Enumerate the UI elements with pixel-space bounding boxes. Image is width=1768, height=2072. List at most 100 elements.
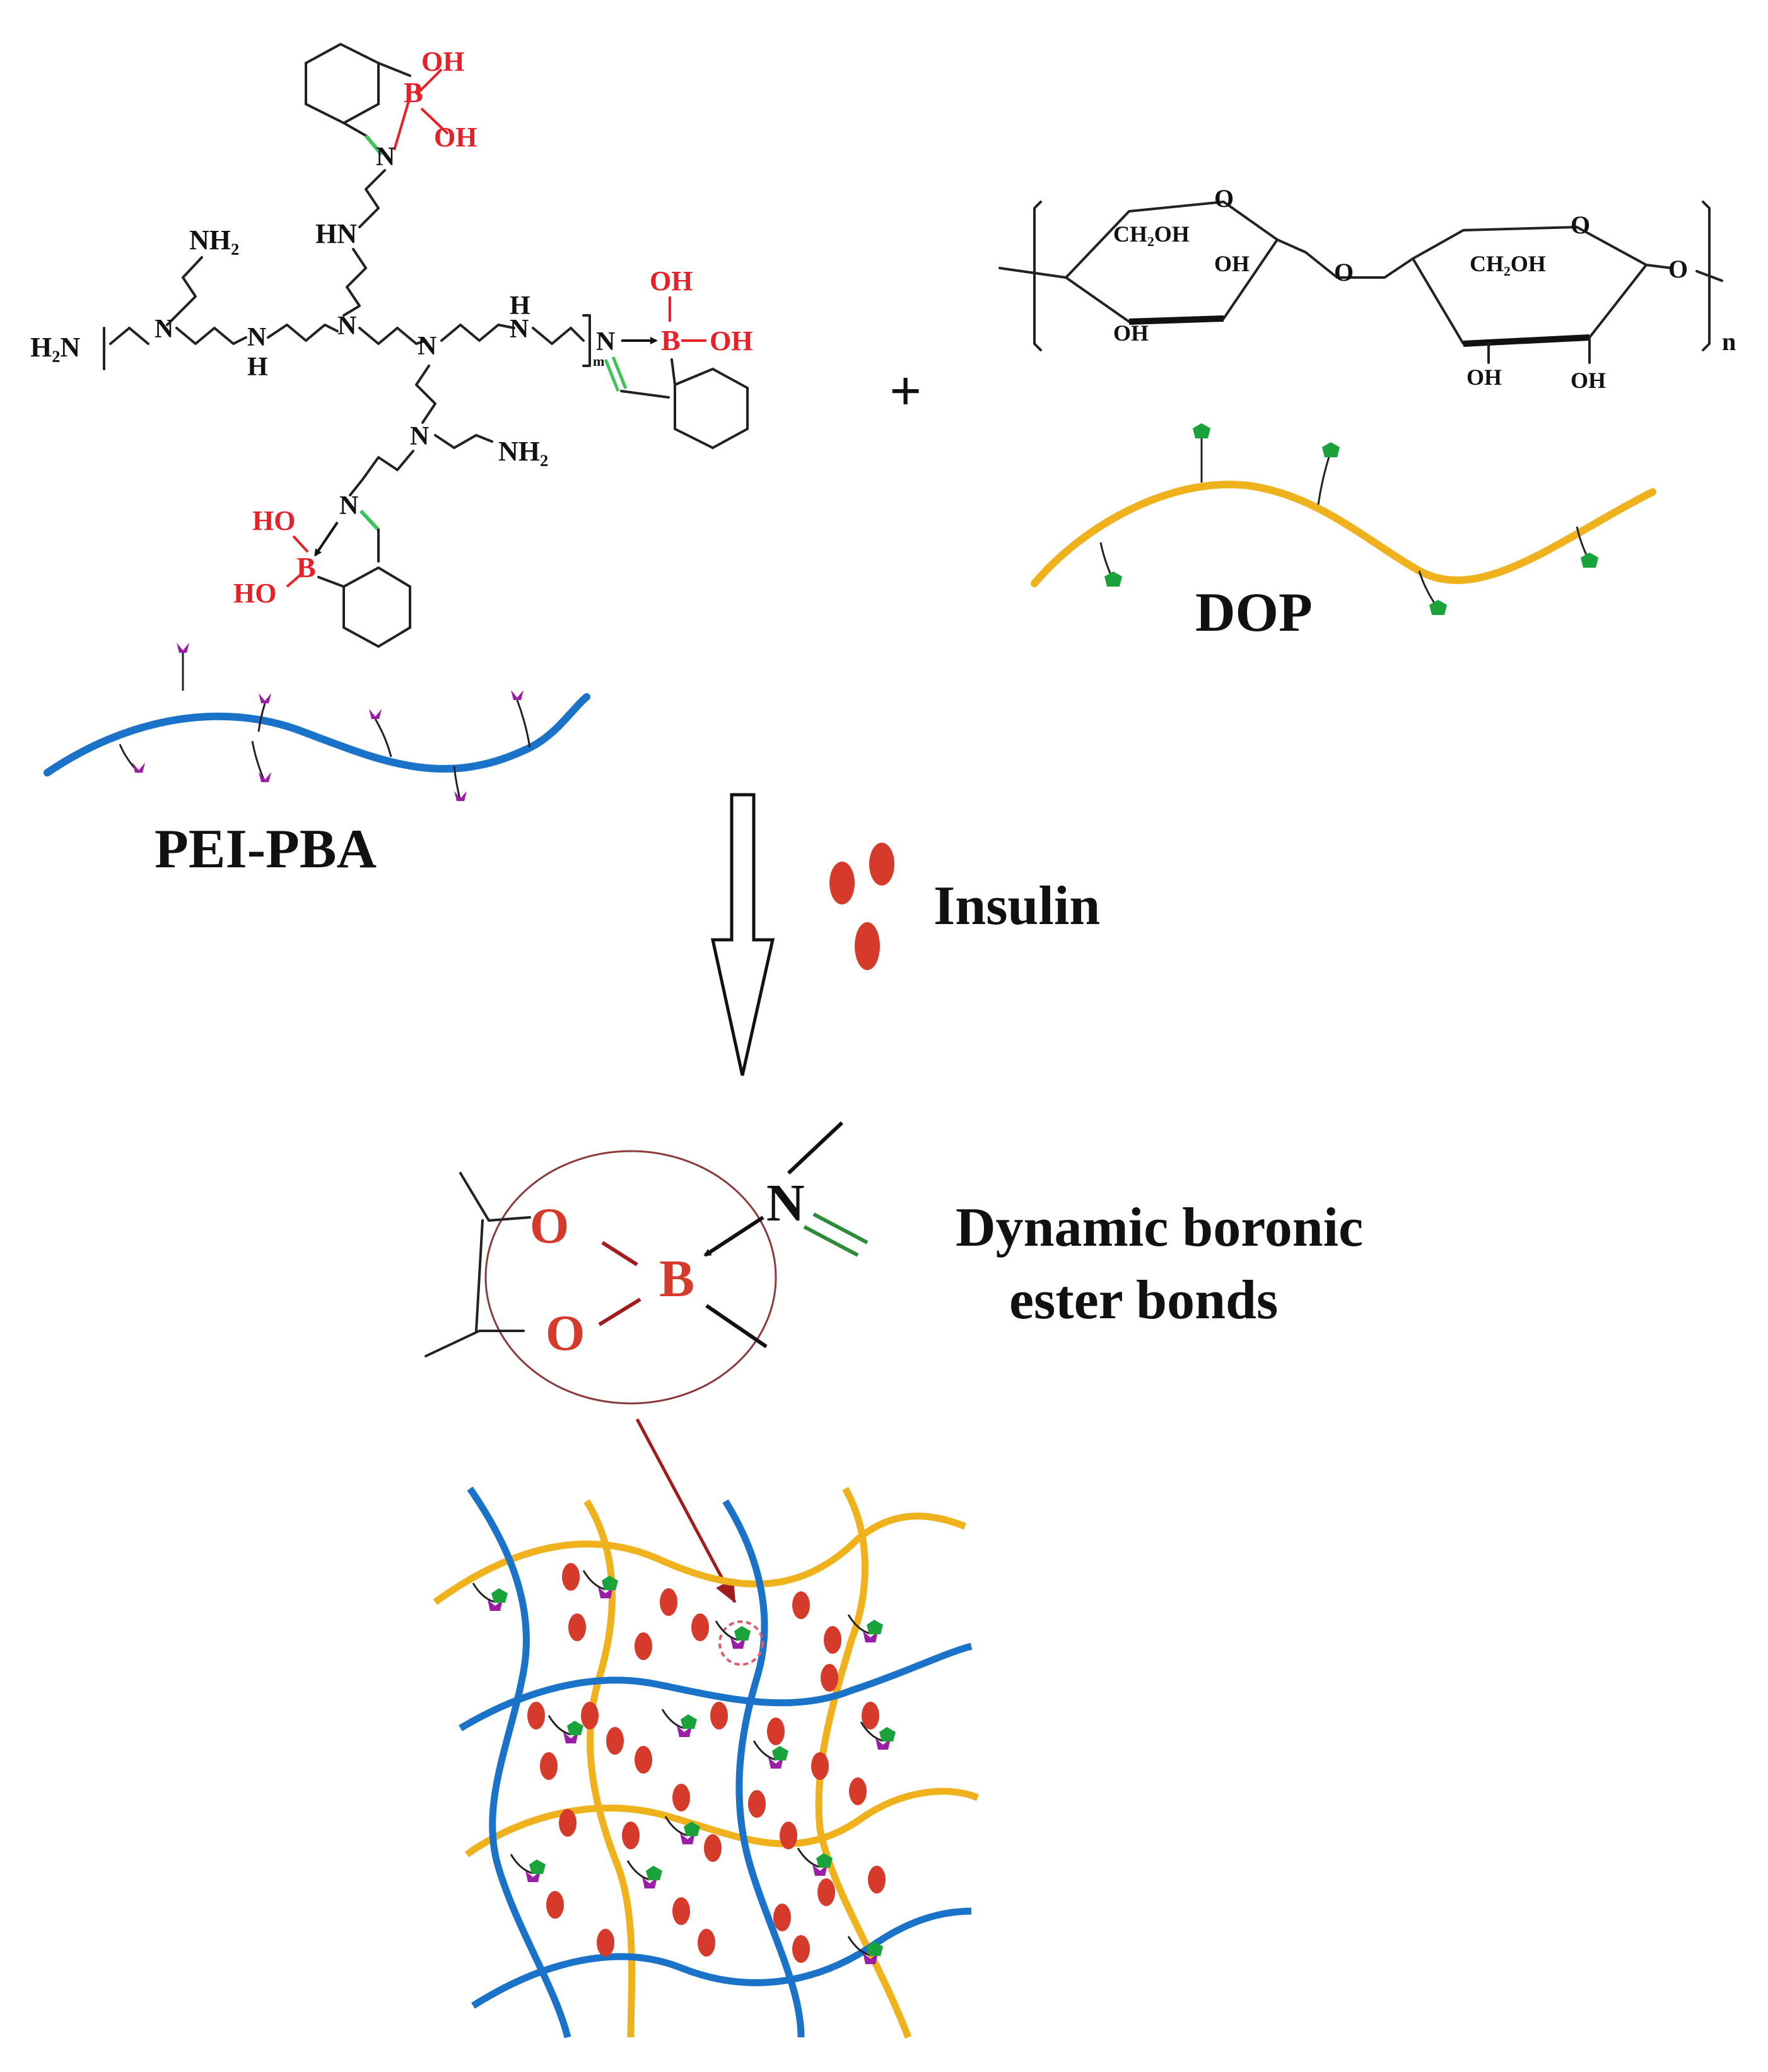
dop-marker <box>1193 423 1210 438</box>
hydroxyl-label: OH <box>1214 251 1250 276</box>
linker-stroke <box>626 1860 650 1881</box>
n-atom-label: N <box>339 491 358 520</box>
dop-marker <box>867 1941 883 1956</box>
pba-marker <box>875 1738 891 1750</box>
dop-marker <box>1581 553 1598 568</box>
pei-pba-chain <box>44 643 590 802</box>
ring-oxygen: O <box>1571 211 1590 239</box>
pba-marker <box>369 709 382 719</box>
detail-pointer-arrow <box>635 1418 737 1603</box>
insulin-dot <box>869 843 894 886</box>
insulin-dot <box>829 862 855 904</box>
ch2oh-label: CH₂OH <box>1113 221 1190 247</box>
dop-marker <box>1104 571 1122 587</box>
n-atom-label: N <box>418 332 436 361</box>
hydroxyl-label: OH <box>421 46 464 77</box>
insulin-dot <box>635 1746 652 1774</box>
insulin-dot <box>698 1929 715 1957</box>
n-atom-label: N <box>155 315 173 344</box>
insulin-dot <box>527 1702 545 1730</box>
nitrogen-atom: N <box>766 1174 805 1232</box>
dop-structure: n O CH₂OH OH OH O O CH₂OH OH OH O <box>998 184 1736 393</box>
insulin-dot <box>606 1727 624 1755</box>
terminal-amine-label: H₂N <box>30 332 80 363</box>
insulin-dot <box>792 1591 810 1619</box>
hn-label: HN <box>315 218 357 249</box>
pba-marker <box>488 1600 503 1611</box>
insulin-dot <box>562 1563 580 1591</box>
dop-marker <box>772 1746 788 1760</box>
pba-marker <box>863 1631 878 1642</box>
crosslink-highlight <box>718 1620 764 1666</box>
linker-stroke <box>257 703 266 732</box>
linker-stroke <box>860 1721 884 1742</box>
insulin-dot <box>862 1702 879 1730</box>
pei-pba-label: PEI-PBA <box>155 819 377 880</box>
boronic-ester-detail: O O B N <box>424 1121 869 1405</box>
linker-stroke <box>715 1620 739 1641</box>
pba-marker <box>525 1871 541 1882</box>
insulin-dot <box>660 1588 677 1616</box>
dop-marker <box>734 1626 751 1641</box>
nh2-label: NH₂ <box>498 436 548 467</box>
insulin-dot <box>622 1822 640 1849</box>
hydroxyl-label: OH <box>650 266 693 296</box>
insulin-legend <box>829 843 894 970</box>
linker-stroke <box>510 1854 534 1875</box>
oxygen-top: O <box>530 1198 569 1254</box>
insulin-dot <box>581 1702 599 1730</box>
pba-marker <box>259 693 271 703</box>
ring-oxygen: O <box>1668 255 1688 283</box>
dop-marker-group <box>1099 423 1598 615</box>
hydroxyl-label: OH <box>1113 320 1149 346</box>
linker-stroke <box>847 1936 871 1957</box>
repeat-index-n: n <box>1722 327 1736 356</box>
insulin-dot <box>704 1834 722 1862</box>
hydroxyl-label: OH <box>710 325 752 356</box>
dop-marker <box>867 1620 883 1634</box>
pba-marker <box>598 1587 613 1598</box>
hydrogel-network <box>433 1486 980 2039</box>
hydroxyl-left-label: HO <box>233 578 276 609</box>
insulin-dot-group <box>527 1563 886 1963</box>
insulin-dot <box>773 1904 791 1931</box>
dynamic-bond-label-line2: ester bonds <box>1009 1270 1278 1331</box>
pba-marker <box>563 1732 578 1743</box>
insulin-dot <box>811 1752 829 1780</box>
insulin-dot <box>559 1809 577 1837</box>
pba-group-right: N B OH OH <box>596 266 752 450</box>
linker-stroke <box>797 1847 821 1868</box>
linker-stroke <box>847 1614 871 1635</box>
linker-stroke <box>472 1583 496 1603</box>
insulin-dot <box>546 1891 564 1919</box>
bond-circle <box>484 1150 777 1405</box>
boron-atom: B <box>659 1250 694 1308</box>
insulin-dot <box>868 1866 886 1893</box>
n-atom-label: N <box>596 327 615 356</box>
linker-stroke <box>1317 450 1332 505</box>
linker-stroke <box>752 1740 776 1761</box>
hydroxyl-left-label: HO <box>252 505 295 536</box>
insulin-dot <box>824 1626 841 1654</box>
ch2oh-label: CH₂OH <box>1470 251 1546 276</box>
pba-group-top: B OH OH N <box>305 42 477 172</box>
pba-marker <box>812 1864 828 1876</box>
n-atom-label: N <box>510 315 529 344</box>
dop-marker <box>684 1822 700 1836</box>
insulin-dot <box>748 1790 766 1818</box>
insulin-label: Insulin <box>934 875 1100 937</box>
dynamic-bond-label-line1: Dynamic boronic <box>956 1197 1363 1258</box>
insulin-dot <box>597 1929 614 1957</box>
pba-marker-group <box>119 643 531 802</box>
linker-stroke <box>374 718 392 758</box>
insulin-dot <box>821 1664 838 1692</box>
n-atom-label: N <box>337 312 356 341</box>
pba-group-bottom: B HO HO <box>233 505 411 648</box>
linker-stroke <box>516 699 531 748</box>
pba-marker <box>177 643 189 653</box>
dop-marker <box>681 1714 697 1729</box>
dop-marker <box>567 1721 583 1735</box>
insulin-dot <box>767 1718 785 1745</box>
boron-atom: B <box>661 324 681 356</box>
insulin-dot <box>672 1897 690 1925</box>
